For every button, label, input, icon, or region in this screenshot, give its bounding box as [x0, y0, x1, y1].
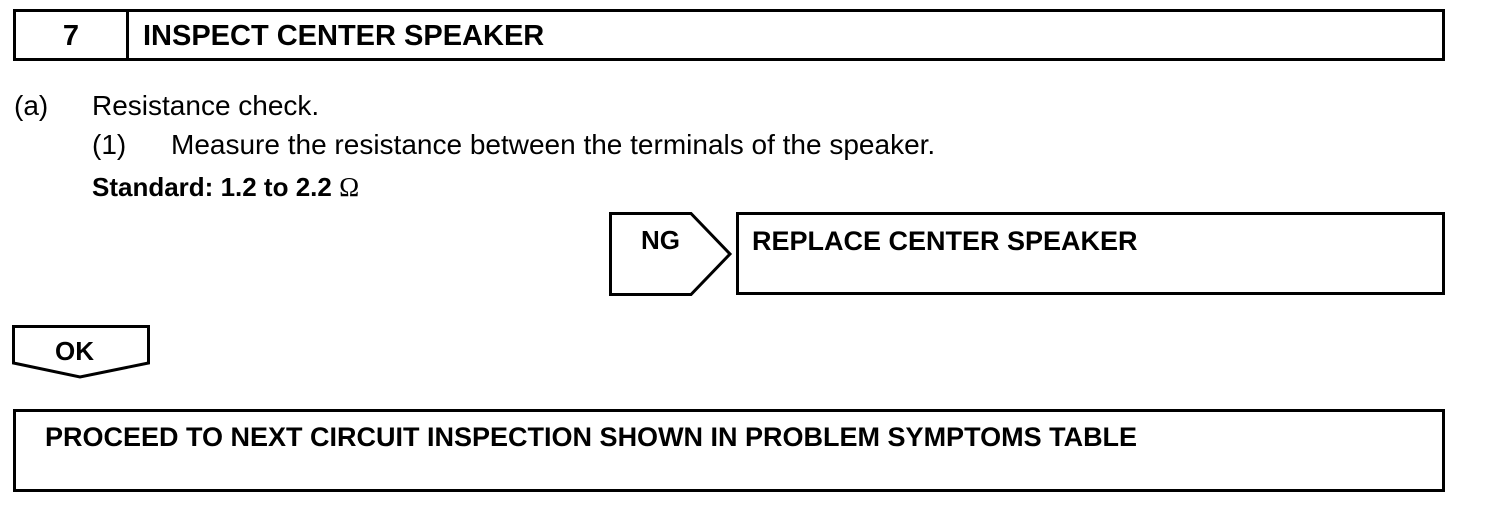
ohm-unit: Ω [339, 172, 360, 202]
ng-result-box: REPLACE CENTER SPEAKER [736, 212, 1445, 295]
standard-label: Standard: 1.2 to 2.2 [92, 172, 332, 202]
item-1-text: Measure the resistance between the termi… [171, 129, 936, 160]
ng-result-text: REPLACE CENTER SPEAKER [752, 226, 1138, 256]
step-number-cell: 7 [16, 12, 129, 58]
ok-label: OK [55, 336, 94, 366]
item-1-marker: (1) [92, 129, 127, 160]
ok-arrow-tag [12, 325, 150, 379]
ng-arrow-tag [609, 212, 733, 296]
item-a-text: Resistance check. [92, 90, 320, 121]
ok-result-box: PROCEED TO NEXT CIRCUIT INSPECTION SHOWN… [13, 409, 1445, 492]
step-header: 7 INSPECT CENTER SPEAKER [13, 9, 1445, 61]
standard-spec: Standard: 1.2 to 2.2 Ω [92, 172, 359, 203]
item-a-marker: (a) [14, 90, 49, 121]
ng-label: NG [641, 225, 680, 255]
step-title: INSPECT CENTER SPEAKER [143, 20, 545, 52]
step-number: 7 [62, 20, 80, 52]
ok-result-text: PROCEED TO NEXT CIRCUIT INSPECTION SHOWN… [45, 422, 1138, 452]
